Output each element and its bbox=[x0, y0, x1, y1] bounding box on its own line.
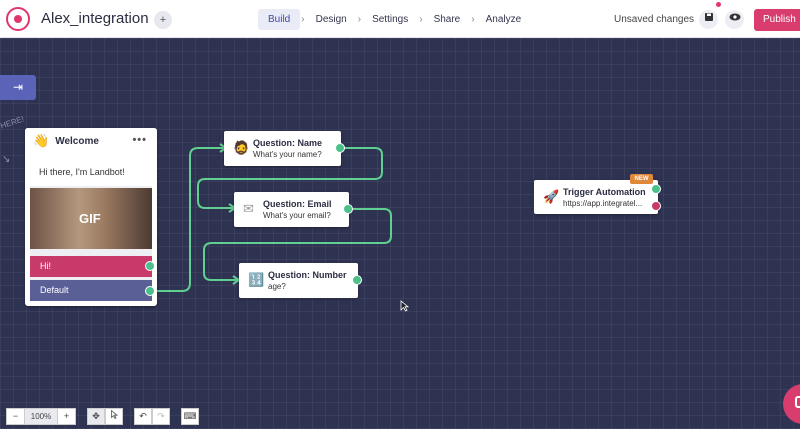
output-port-name[interactable] bbox=[335, 143, 345, 153]
nav-separator: › bbox=[301, 14, 305, 25]
gif-image: GIF bbox=[30, 188, 152, 249]
trigger-automation-node[interactable]: 🚀 Trigger Automation https://app.integra… bbox=[534, 180, 658, 214]
redo-icon[interactable]: ↷ bbox=[152, 408, 170, 425]
node-title: Trigger Automation bbox=[563, 187, 646, 197]
node-title: Question: Number bbox=[268, 270, 347, 280]
new-badge: NEW bbox=[630, 174, 653, 184]
output-port-number[interactable] bbox=[352, 275, 362, 285]
question-number-node[interactable]: 🔢 Question: Number age? bbox=[239, 263, 358, 298]
save-status: Unsaved changes bbox=[614, 14, 695, 25]
tab-build[interactable]: Build bbox=[258, 9, 301, 30]
node-subtitle: https://app.integratel... bbox=[563, 199, 643, 208]
mouse-cursor-icon bbox=[400, 300, 410, 315]
rocket-icon: 🚀 bbox=[543, 189, 560, 204]
node-title: Question: Email bbox=[263, 199, 332, 209]
node-subtitle: What's your email? bbox=[263, 211, 331, 220]
node-menu-icon[interactable]: ••• bbox=[132, 134, 147, 146]
pointer-icon[interactable] bbox=[105, 408, 123, 425]
node-subtitle: age? bbox=[268, 282, 286, 291]
publish-button[interactable]: Publish bbox=[754, 9, 800, 31]
nav-separator: › bbox=[357, 14, 362, 25]
welcome-header: 👋 Welcome ••• bbox=[25, 128, 157, 154]
welcome-body: Hi there, I'm Landbot! GIF Hi! Default bbox=[30, 159, 152, 301]
move-icon[interactable]: ✥ bbox=[87, 408, 105, 425]
notification-dot bbox=[716, 2, 721, 7]
save-icon[interactable] bbox=[699, 10, 718, 29]
output-port-success[interactable] bbox=[651, 184, 661, 194]
preview-eye-icon[interactable] bbox=[725, 10, 744, 29]
top-bar: Alex_integration + Build › Design › Sett… bbox=[0, 0, 800, 38]
arrow-annotation-icon: ↘ bbox=[2, 154, 11, 165]
zoom-level: 100% bbox=[24, 408, 58, 425]
keyboard-icon[interactable]: ⌨ bbox=[181, 408, 199, 425]
gif-label: GIF bbox=[79, 211, 101, 226]
output-port-email[interactable] bbox=[343, 204, 353, 214]
question-email-node[interactable]: ✉ Question: Email What's your email? bbox=[234, 192, 349, 227]
tab-share[interactable]: Share bbox=[433, 14, 461, 25]
zoom-in-button[interactable]: + bbox=[57, 408, 76, 425]
output-port-default[interactable] bbox=[145, 286, 155, 296]
output-port-failure[interactable] bbox=[651, 201, 661, 211]
landbot-logo-icon[interactable] bbox=[6, 7, 30, 31]
button-default[interactable]: Default bbox=[30, 280, 152, 301]
node-subtitle: What's your name? bbox=[253, 150, 322, 159]
envelope-icon: ✉ bbox=[243, 201, 254, 216]
person-icon: 🧔 bbox=[233, 140, 250, 155]
collapse-panel-icon[interactable]: ⇥ bbox=[0, 75, 36, 100]
question-name-node[interactable]: 🧔 Question: Name What's your name? bbox=[224, 131, 341, 166]
welcome-message: Hi there, I'm Landbot! bbox=[30, 159, 152, 186]
tab-analyze[interactable]: Analyze bbox=[485, 14, 522, 25]
tab-settings[interactable]: Settings bbox=[372, 14, 409, 25]
chat-widget-icon[interactable] bbox=[783, 384, 800, 424]
button-hi[interactable]: Hi! bbox=[30, 256, 152, 277]
nav-separator: › bbox=[471, 14, 475, 25]
welcome-title: Welcome bbox=[55, 135, 99, 147]
zoom-out-button[interactable]: − bbox=[6, 408, 25, 425]
main-nav: Build › Design › Settings › Share › Anal… bbox=[258, 9, 531, 30]
tab-design[interactable]: Design bbox=[315, 14, 347, 25]
output-port-hi[interactable] bbox=[145, 261, 155, 271]
waving-hand-icon: 👋 bbox=[33, 133, 50, 148]
bot-name[interactable]: Alex_integration bbox=[41, 10, 149, 27]
undo-icon[interactable]: ↶ bbox=[134, 408, 152, 425]
node-title: Question: Name bbox=[253, 138, 323, 148]
nav-separator: › bbox=[419, 14, 423, 25]
welcome-node[interactable]: 👋 Welcome ••• Hi there, I'm Landbot! GIF… bbox=[25, 128, 157, 306]
add-collaborator-icon[interactable]: + bbox=[154, 11, 172, 29]
numbers-icon: 🔢 bbox=[248, 272, 265, 287]
